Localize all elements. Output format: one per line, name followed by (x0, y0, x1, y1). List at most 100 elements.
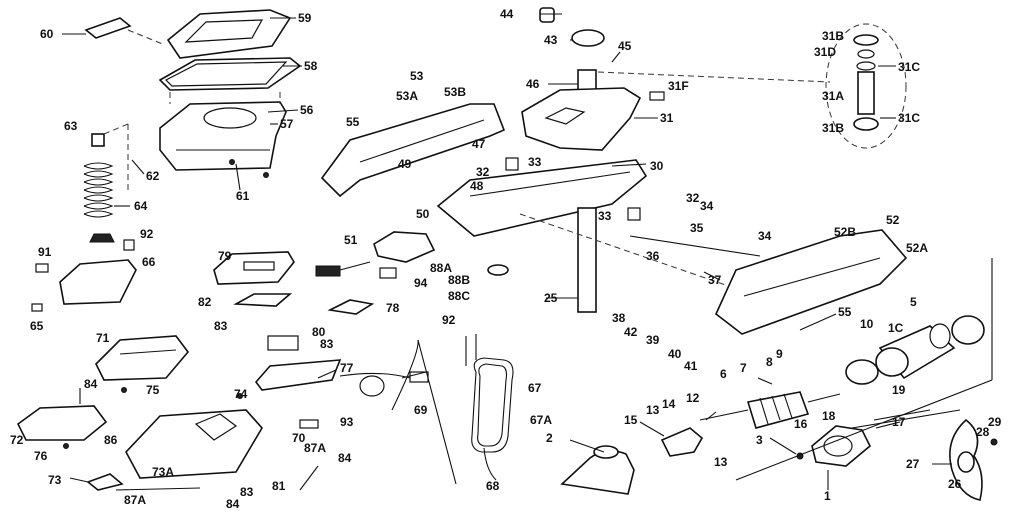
label-41: 41 (684, 359, 698, 373)
label-87a-right: 87A (304, 441, 326, 455)
steering-head (521, 7, 907, 151)
label-44: 44 (500, 7, 514, 21)
label-81: 81 (272, 479, 286, 493)
pedal-top-part (95, 335, 190, 381)
label-52b: 52B (834, 225, 856, 239)
label-31c-top: 31C (898, 60, 920, 74)
label-55-top: 55 (346, 115, 360, 129)
label-6: 6 (720, 367, 727, 381)
electronics (213, 231, 509, 315)
side-arm-part (320, 103, 506, 198)
label-19: 19 (892, 383, 906, 397)
label-14: 14 (662, 397, 676, 411)
label-33-right: 33 (598, 209, 612, 223)
label-31b-bottom: 31B (822, 121, 844, 135)
label-42: 42 (624, 325, 638, 339)
label-53a: 53A (396, 89, 418, 103)
label-51: 51 (344, 233, 358, 247)
label-73a: 73A (152, 465, 174, 479)
label-57: 57 (280, 117, 294, 131)
label-12: 12 (686, 391, 700, 405)
bracket-part (59, 259, 137, 305)
label-46: 46 (526, 77, 540, 91)
steering-housing-part (521, 87, 642, 151)
label-75: 75 (146, 383, 160, 397)
label-33-top: 33 (528, 155, 542, 169)
label-53: 53 (410, 69, 424, 83)
label-64: 64 (134, 199, 148, 213)
motor-cover-icon (560, 315, 985, 495)
label-13-top: 13 (646, 403, 660, 417)
label-56: 56 (300, 103, 314, 117)
label-16: 16 (794, 417, 808, 431)
spring-icon (83, 162, 114, 218)
label-35: 35 (690, 221, 704, 235)
label-84-bottom: 84 (226, 497, 240, 511)
label-65: 65 (30, 319, 44, 333)
right-arm-part (715, 229, 908, 335)
label-37: 37 (708, 273, 722, 287)
circuit-board-part (373, 231, 436, 263)
label-83-top: 83 (214, 319, 228, 333)
label-32-right: 32 (686, 191, 700, 205)
label-88b: 88B (448, 273, 470, 287)
label-1: 1 (824, 489, 831, 503)
label-17: 17 (892, 415, 906, 429)
label-29: 29 (988, 415, 1002, 429)
label-45: 45 (618, 39, 632, 53)
mount-arms (320, 103, 908, 335)
label-68: 68 (486, 479, 500, 493)
label-13-bottom: 13 (714, 455, 728, 469)
label-7: 7 (740, 361, 747, 375)
label-38: 38 (612, 311, 626, 325)
leader-lines (62, 13, 952, 491)
label-31a: 31A (822, 89, 844, 103)
label-94: 94 (414, 276, 428, 290)
cable-coil (391, 334, 514, 485)
label-84-top: 84 (84, 377, 98, 391)
label-31: 31 (660, 111, 674, 125)
label-69: 69 (414, 403, 428, 417)
label-34-top: 34 (700, 199, 714, 213)
label-58: 58 (304, 59, 318, 73)
label-93: 93 (340, 415, 354, 429)
shaft-part (577, 207, 597, 313)
clip-part (91, 133, 105, 147)
label-88c: 88C (448, 289, 470, 303)
label-72: 72 (10, 433, 24, 447)
label-80: 80 (312, 325, 326, 339)
label-10: 10 (860, 317, 874, 331)
label-1c: 1C (888, 321, 904, 335)
label-67: 67 (528, 381, 542, 395)
label-82: 82 (198, 295, 212, 309)
label-43: 43 (544, 33, 558, 47)
label-66: 66 (142, 255, 156, 269)
label-40: 40 (668, 347, 682, 361)
label-91: 91 (38, 245, 52, 259)
label-92: 92 (140, 227, 154, 241)
label-87a-bottom: 87A (124, 493, 146, 507)
label-52: 52 (886, 213, 900, 227)
label-74: 74 (234, 387, 248, 401)
label-53b: 53B (444, 85, 466, 99)
label-18: 18 (822, 409, 836, 423)
label-63: 63 (64, 119, 78, 133)
callout-labels: 60 59 58 56 57 63 62 61 64 92 66 91 65 4… (10, 7, 1002, 511)
label-31b-top: 31B (822, 29, 844, 43)
label-78: 78 (386, 301, 400, 315)
label-76: 76 (34, 449, 48, 463)
label-26: 26 (948, 477, 962, 491)
label-31f: 31F (668, 79, 689, 93)
label-15: 15 (624, 413, 638, 427)
label-30: 30 (650, 159, 664, 173)
label-79: 79 (218, 249, 232, 263)
label-70: 70 (292, 431, 306, 445)
label-2: 2 (546, 431, 553, 445)
label-34-right: 34 (758, 229, 772, 243)
foot-pedal-icon (16, 335, 429, 491)
label-31c-bottom: 31C (898, 111, 920, 125)
head-assembly (31, 9, 302, 312)
label-28: 28 (976, 425, 990, 439)
label-50: 50 (416, 207, 430, 221)
